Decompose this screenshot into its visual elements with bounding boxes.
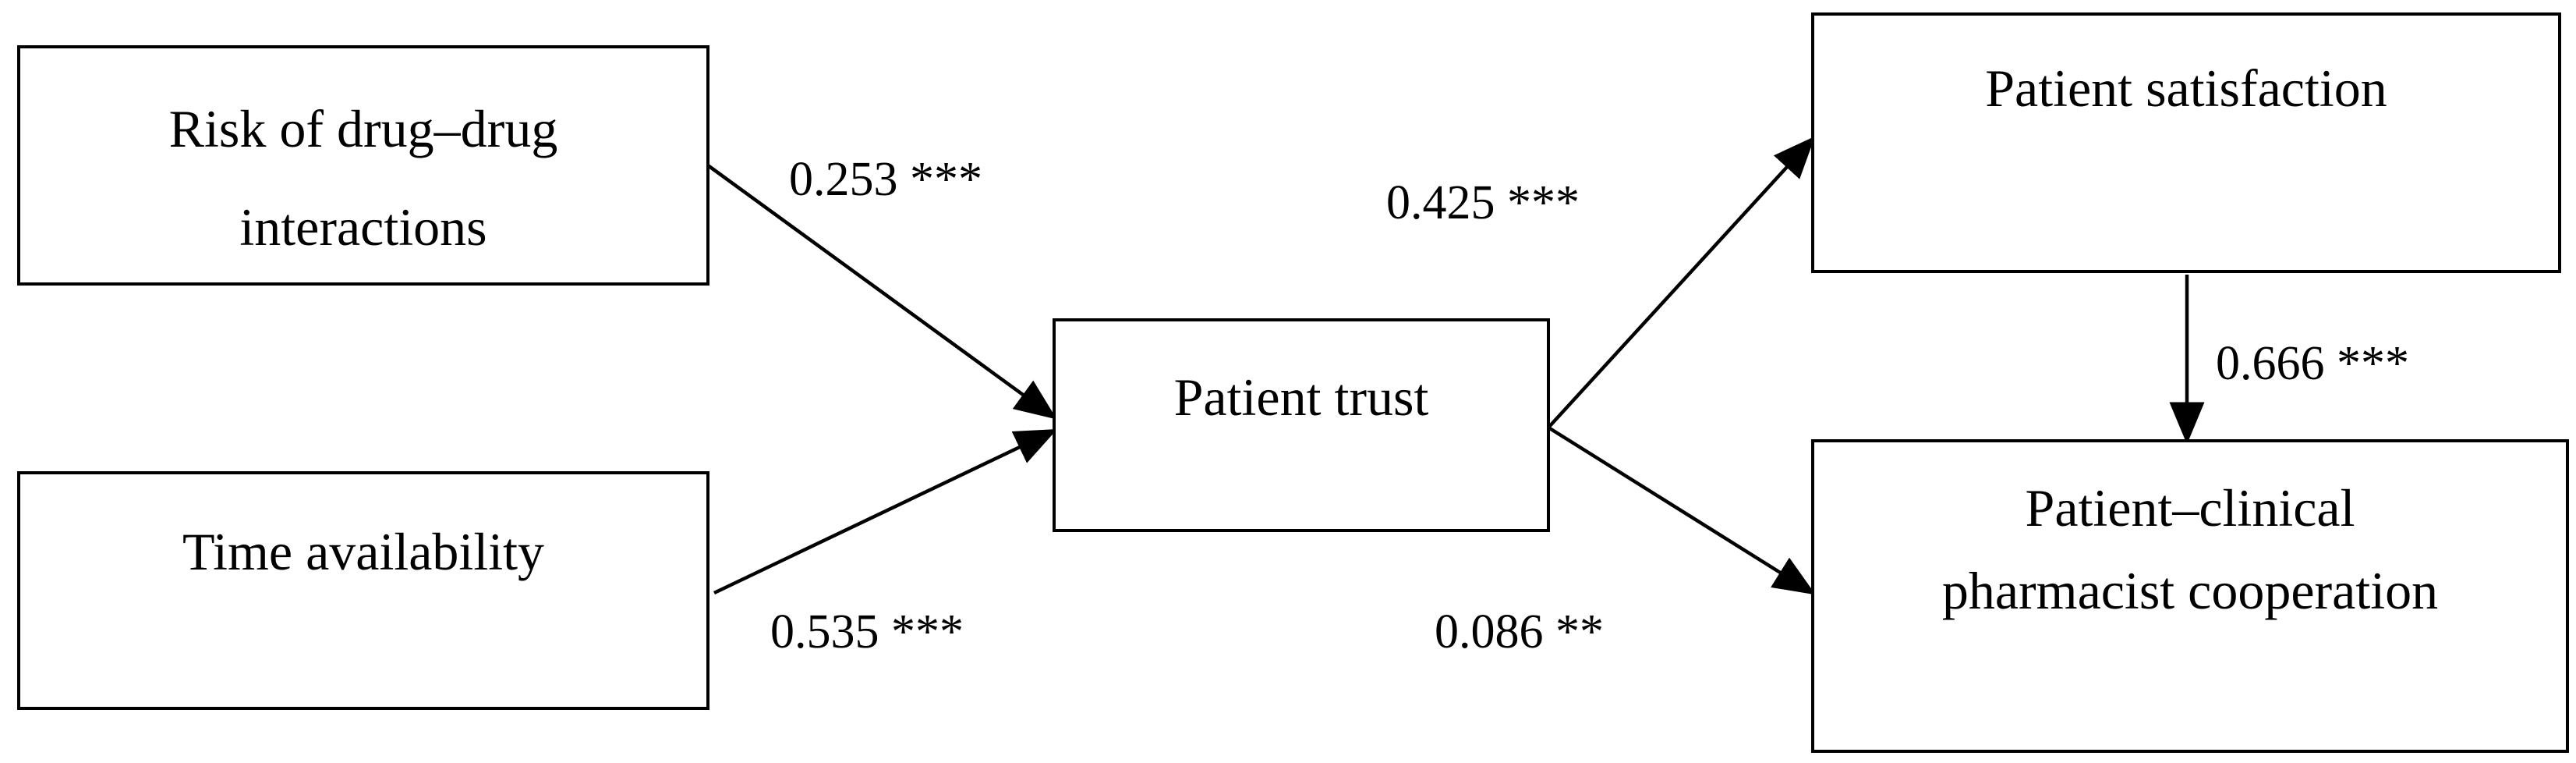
arrow-trust-to-satisfaction	[1547, 136, 1816, 429]
coefficient-trust-to-satisfaction: 0.425 ***	[1386, 176, 1580, 229]
node-time: Time availability	[17, 471, 709, 710]
node-risk: Risk of drug–drug interactions	[17, 45, 709, 286]
node-cooperation-label-line1: Patient–clinical	[2026, 478, 2355, 538]
node-risk-label-line2: interactions	[239, 197, 487, 257]
node-trust: Patient trust	[1053, 318, 1550, 532]
coefficient-trust-to-cooperation: 0.086 **	[1435, 605, 1604, 658]
node-satisfaction: Patient satisfaction	[1811, 12, 2561, 273]
node-trust-label: Patient trust	[1174, 367, 1429, 427]
node-cooperation-label-line2: pharmacist cooperation	[1942, 561, 2438, 620]
node-time-label: Time availability	[182, 522, 544, 581]
coefficient-risk-to-trust: 0.253 ***	[789, 153, 982, 206]
coefficient-satisfaction-to-cooperation: 0.666 ***	[2216, 337, 2409, 390]
node-satisfaction-label: Patient satisfaction	[1985, 59, 2387, 118]
arrow-trust-to-cooperation	[1547, 426, 1816, 595]
coefficient-time-to-trust: 0.535 ***	[770, 605, 964, 658]
node-cooperation: Patient–clinical pharmacist cooperation	[1811, 439, 2569, 753]
arrow-risk-to-trust	[706, 164, 1057, 420]
node-risk-label-line1: Risk of drug–drug	[169, 99, 558, 158]
arrow-time-to-trust	[713, 428, 1058, 595]
